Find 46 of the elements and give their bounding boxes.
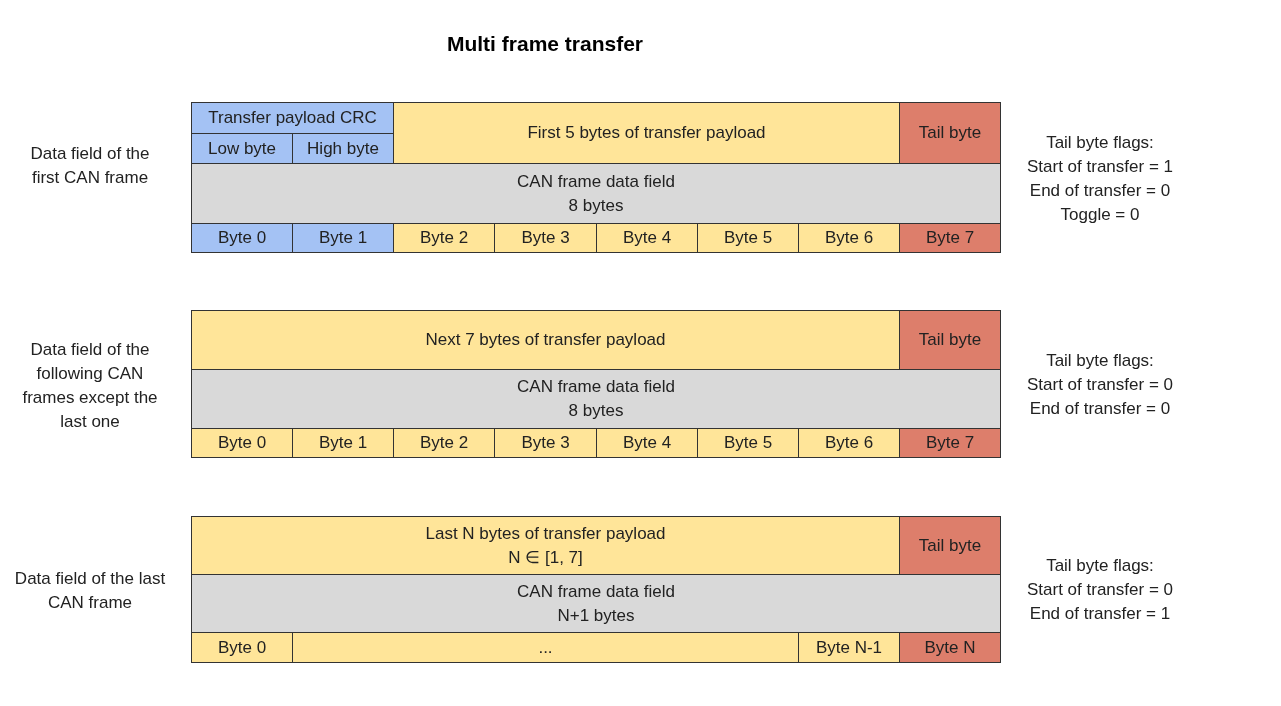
byte-cell: Low byte: [191, 133, 293, 164]
tail-flag-note: Tail byte flags:: [1045, 132, 1155, 154]
diagram-title: Multi frame transfer: [445, 32, 644, 56]
payload-field: ...: [292, 632, 799, 663]
payload-field: Next 7 bytes of transfer payload: [191, 310, 900, 370]
byte-cell: Byte 7: [899, 428, 1001, 458]
byte-cell: Byte 1: [292, 428, 394, 458]
tail-flag-note: Toggle = 0: [1059, 204, 1141, 226]
frame-description: Data field of the following CAN frames except the last one: [21, 339, 159, 433]
tail-flag-note: Start of transfer = 0: [1026, 579, 1174, 601]
byte-cell: Byte 2: [393, 428, 495, 458]
byte-cell: Byte 0: [191, 428, 293, 458]
payload-field: First 5 bytes of transfer payload: [393, 102, 900, 164]
byte-cell: Byte 5: [697, 428, 799, 458]
frame-description: Data field of the last CAN frame: [13, 568, 167, 614]
byte-cell: Byte 5: [697, 223, 799, 253]
tail-flag-note: Start of transfer = 0: [1026, 374, 1174, 396]
byte-cell: Byte 0: [191, 223, 293, 253]
byte-cell: Byte 2: [393, 223, 495, 253]
tail-flag-note: End of transfer = 0: [1028, 180, 1172, 202]
tail-byte-field: Tail byte: [899, 516, 1001, 575]
byte-cell: Byte 6: [798, 223, 900, 253]
tail-flag-note: Tail byte flags:: [1045, 555, 1155, 577]
byte-cell: Byte 4: [596, 223, 698, 253]
byte-cell: Byte 7: [899, 223, 1001, 253]
tail-flag-note: End of transfer = 0: [1028, 398, 1172, 420]
tail-byte-field: Tail byte: [899, 310, 1001, 370]
tail-flag-note: Tail byte flags:: [1045, 350, 1155, 372]
byte-cell: Byte 3: [494, 223, 597, 253]
byte-cell: Byte 6: [798, 428, 900, 458]
byte-cell: High byte: [292, 133, 394, 164]
byte-cell: Byte 0: [191, 632, 293, 663]
byte-cell: Byte 1: [292, 223, 394, 253]
data-field-band: CAN frame data field 8 bytes: [191, 369, 1001, 429]
tail-flag-note: End of transfer = 1: [1028, 603, 1172, 625]
tail-byte-field: Tail byte: [899, 102, 1001, 164]
byte-cell: Byte 3: [494, 428, 597, 458]
payload-field: Last N bytes of transfer payload N ∈ [1, 7]: [191, 516, 900, 575]
byte-cell: Byte 4: [596, 428, 698, 458]
data-field-band: CAN frame data field N+1 bytes: [191, 574, 1001, 633]
byte-cell: Byte N: [899, 632, 1001, 663]
frame-description: Data field of the first CAN frame: [29, 143, 151, 189]
byte-cell: Byte N-1: [798, 632, 900, 663]
data-field-band: CAN frame data field 8 bytes: [191, 163, 1001, 224]
crc-field: Transfer payload CRC: [191, 102, 394, 134]
tail-flag-note: Start of transfer = 1: [1026, 156, 1174, 178]
